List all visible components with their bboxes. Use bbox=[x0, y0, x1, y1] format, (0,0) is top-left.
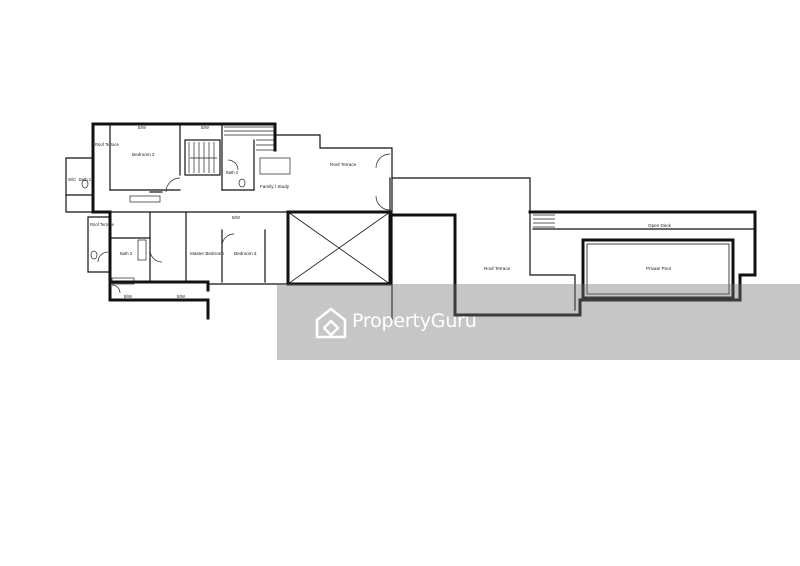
label-bath-1: Bath 1 bbox=[79, 177, 92, 182]
label-private-pool: Private Pool bbox=[646, 266, 671, 271]
label-bedroom-3: Bedroom 3 bbox=[234, 251, 257, 256]
label-wardrobe-4: B/W bbox=[124, 294, 132, 299]
label-bath-3: Bath 3 bbox=[120, 251, 133, 256]
watermark-brand-text: PropertyGuru bbox=[352, 310, 477, 332]
label-master-bedroom: Master Bedroom bbox=[190, 251, 224, 256]
label-wardrobe-2: B/W bbox=[201, 125, 209, 130]
label-roof-terrace-lower: Roof Terrace bbox=[90, 222, 115, 227]
label-bath-2: Bath 2 bbox=[226, 170, 239, 175]
label-wardrobe-3: B/W bbox=[232, 215, 240, 220]
propertyguru-house-logo-icon bbox=[315, 307, 347, 339]
label-wardrobe-5: B/W bbox=[177, 294, 185, 299]
void-open-to-below bbox=[286, 210, 392, 286]
roof-terrace-area bbox=[389, 177, 582, 321]
stairs bbox=[188, 126, 555, 228]
wardrobe-labels: B/W B/W B/W B/W B/W bbox=[124, 125, 240, 299]
label-roof-terrace-top: Roof Terrace bbox=[330, 162, 357, 167]
open-deck-and-pool bbox=[528, 210, 757, 317]
label-family-study: Family / Study bbox=[260, 184, 290, 189]
watermark-band bbox=[277, 284, 800, 360]
label-roof-terrace-main: Roof Terrace bbox=[484, 266, 511, 271]
room-labels: Roof Terrace Bedroom 2 W/C Bath 1 Bath 2… bbox=[68, 142, 672, 271]
label-wardrobe-1: B/W bbox=[138, 125, 146, 130]
label-roof-terrace-left: Roof Terrace bbox=[95, 142, 120, 147]
label-open-deck: Open Deck bbox=[648, 223, 672, 228]
label-bedroom-2: Bedroom 2 bbox=[132, 152, 155, 157]
bathroom-fixtures bbox=[81, 157, 291, 285]
doors bbox=[97, 153, 391, 294]
label-wc: W/C bbox=[68, 177, 76, 182]
